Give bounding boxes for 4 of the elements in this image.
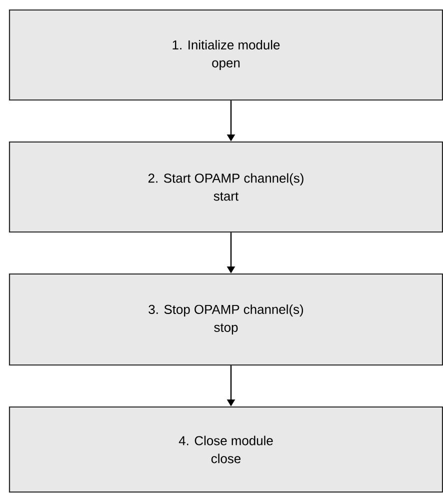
process-box: 1. Initialize module open	[8, 9, 443, 101]
process-box: 3. Stop OPAMP channel(s) stop	[8, 273, 443, 366]
process-box: 2. Start OPAMP channel(s) start	[8, 141, 443, 233]
process-box: 4. Close module close	[8, 406, 443, 493]
